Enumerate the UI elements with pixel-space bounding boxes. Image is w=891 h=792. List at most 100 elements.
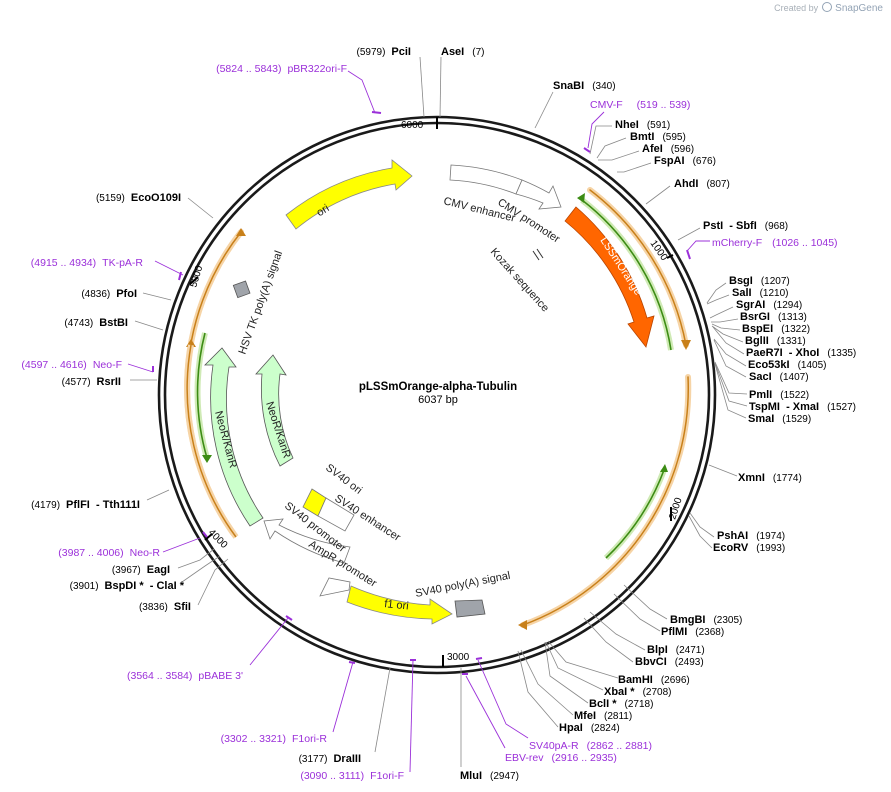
leader-ahdi (645, 185, 671, 205)
primer-leader-cmvf (587, 111, 605, 149)
primer-f1ori-r: (3302 .. 3321)F1ori-R (221, 733, 328, 745)
green-track-1-line (581, 199, 672, 351)
site-pcii: (5979)PciI (357, 46, 411, 58)
leader-sali (706, 294, 730, 305)
primer-mark-mcherry (686, 249, 691, 260)
restriction-site-labels: (5979)PciI AseI(7) SnaBI(340) NheI(591) … (31, 46, 856, 782)
cmv-enhancer-arrow (449, 164, 523, 195)
neor-inner-arrow (255, 354, 294, 467)
site-bsrgi: BsrGI(1313) (740, 311, 807, 323)
primer-neo-f: (4597 .. 4616)Neo-F (21, 359, 122, 371)
primer-f1ori-f: (3090 .. 3111)F1ori-F (300, 770, 404, 782)
leader-bglii (711, 325, 744, 343)
site-asei: AseI(7) (441, 46, 484, 58)
site-rsrii: (4577)RsrII (62, 376, 121, 388)
site-leader-lines (130, 56, 748, 767)
site-saci: SacI(1407) (749, 371, 809, 383)
primer-mark-pbr322 (371, 111, 382, 114)
arrowhead-green-1 (577, 193, 585, 203)
leader-bbvci (583, 617, 634, 663)
tick-marks (189, 117, 674, 667)
lssmorange-arrow (564, 206, 655, 348)
site-eco53ki: Eco53kI(1405) (748, 359, 827, 371)
primer-cmv-f: CMV-F(519 .. 539) (590, 99, 690, 111)
primer-leader-lines (127, 70, 710, 773)
site-nhei: NheI(591) (615, 119, 670, 131)
neor-outer-arrow (204, 347, 264, 527)
leader-xmni (708, 464, 738, 477)
primer-leader-pbabe (249, 617, 289, 666)
leader-bspei (711, 323, 741, 331)
leader-bamhi (547, 640, 619, 679)
site-xmni: XmnI(1774) (738, 472, 802, 484)
leader-bmti (596, 137, 627, 159)
credit-brand: SnapGene (835, 3, 883, 14)
tick-label-3000: 3000 (447, 652, 470, 663)
primer-leader-neor (162, 537, 201, 553)
leader-bstbi (134, 320, 164, 331)
site-ahdi: AhdI(807) (674, 178, 730, 190)
sv40-enhancer-box (317, 497, 355, 532)
site-pflfi-tth111i: (4179)PflFI - Tth111I (31, 499, 140, 511)
primer-leader-mcherry (686, 240, 710, 252)
sv40-ori-label: SV40 ori (323, 462, 364, 497)
orange-track-right-line (522, 376, 690, 626)
site-xbai: XbaI *(2708) (604, 686, 671, 698)
leader-eco53ki (713, 338, 747, 367)
leader-sfii (197, 558, 229, 606)
leader-pfoi (142, 292, 172, 301)
leader-tspmi (714, 362, 748, 407)
leader-afei (598, 150, 640, 161)
arrowhead-green-3 (202, 455, 212, 463)
primer-pbabe-3: (3564 .. 3584)pBABE 3' (127, 670, 243, 682)
site-mlui: MluI(2947) (460, 770, 519, 782)
site-sgrai: SgrAI(1294) (736, 299, 802, 311)
site-psti-sbfi: PstI - SbfI(968) (703, 220, 788, 232)
site-bmgbi: BmgBI(2305) (670, 614, 742, 626)
primer-neo-r: (3987 .. 4006)Neo-R (58, 547, 160, 559)
primer-leader-f1f (409, 659, 414, 773)
site-blpi: BlpI(2471) (647, 644, 705, 656)
green-track-2-line (605, 469, 665, 559)
ampr-promoter-arrow (319, 577, 351, 597)
site-tspmi-xmai: TspMI - XmaI(1527) (749, 401, 856, 413)
tick-4000 (204, 533, 213, 541)
leader-eagi (177, 548, 215, 569)
primer-leader-sv40pa (477, 659, 529, 739)
site-fspai: FspAI(676) (654, 155, 716, 167)
site-pfoi: (4836)PfoI (81, 288, 137, 300)
leader-mfei (520, 649, 574, 716)
primer-mark-pbabe (285, 615, 293, 621)
plasmid-size: 6037 bp (418, 394, 458, 406)
leader-blpi (589, 611, 646, 651)
primer-mcherry-f: mCherry-F(1026 .. 1045) (712, 237, 838, 249)
site-bspei: BspEI(1322) (742, 323, 810, 335)
leader-bsgi (706, 282, 727, 304)
site-pshai: PshAI(1974) (717, 530, 785, 542)
leader-draiii (374, 667, 391, 753)
primer-leader-ebv (465, 675, 506, 749)
site-pflmi: PflMI(2368) (661, 626, 724, 638)
tick-label-4000: 4000 (206, 527, 230, 551)
kozak-line-2 (536, 248, 544, 259)
leader-pshai (689, 512, 715, 538)
leader-psti (677, 227, 701, 241)
sv40-polya-box (454, 599, 486, 618)
arrowhead-orange-3 (236, 228, 246, 236)
orange-track-top-right-line (589, 189, 687, 346)
primer-mark-neor (202, 531, 208, 538)
tick-label-2000: 2000 (667, 496, 684, 521)
kozak-line-1 (532, 250, 540, 261)
site-paer7i-xhoi: PaeR7I - XhoI(1335) (746, 347, 856, 359)
hsv-tk-polya-box (232, 280, 251, 299)
site-bmti: BmtI(595) (630, 131, 686, 143)
site-eagi: (3967)EagI (112, 564, 170, 576)
tick-label-6000: 6000 (401, 120, 424, 131)
primer-leader-tkpa (154, 260, 184, 276)
green-track-3-line (196, 332, 208, 459)
primer-tk-pa-r: (4915 .. 4934)TK-pA-R (31, 257, 144, 269)
hsv-tk-polya-label: HSV TK poly(A) signal (237, 249, 286, 356)
site-ecoo109i: (5159)EcoO109I (96, 192, 181, 204)
leader-saci (713, 339, 747, 378)
